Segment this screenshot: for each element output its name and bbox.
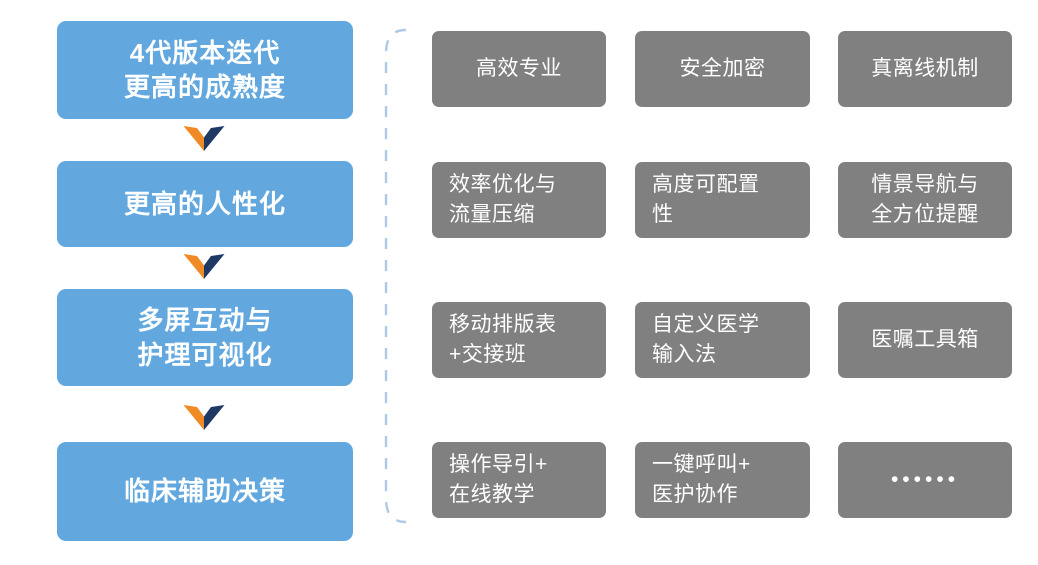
- feature-tile-label: 情景导航与 全方位提醒: [871, 173, 979, 226]
- feature-tile-label: 高效专业: [476, 57, 562, 81]
- feature-tile-label: 操作导引+ 在线教学: [449, 453, 548, 506]
- feature-tile[interactable]: 一键呼叫+ 医护协作: [635, 442, 810, 518]
- feature-tile-label: 移动排版表 +交接班: [449, 313, 557, 366]
- stage-box-4[interactable]: 临床辅助决策: [57, 442, 353, 541]
- feature-tile[interactable]: 高效专业: [432, 31, 606, 107]
- feature-tile[interactable]: 高度可配置 性: [635, 162, 810, 238]
- feature-tile[interactable]: 情景导航与 全方位提醒: [838, 162, 1012, 238]
- feature-tile-label: 一键呼叫+ 医护协作: [652, 453, 751, 506]
- stage-box-4-label: 临床辅助决策: [123, 476, 286, 507]
- feature-tile[interactable]: 医嘱工具箱: [838, 302, 1012, 378]
- stage-box-3[interactable]: 多屏互动与 护理可视化: [57, 289, 353, 386]
- stage-box-1[interactable]: 4代版本迭代 更高的成熟度: [57, 21, 353, 119]
- feature-tile[interactable]: 操作导引+ 在线教学: [432, 442, 606, 518]
- feature-tile-label: 高度可配置 性: [652, 173, 760, 226]
- feature-tile-label: 真离线机制: [871, 57, 979, 81]
- stage-box-3-label: 多屏互动与 护理可视化: [137, 305, 273, 370]
- stage-box-2[interactable]: 更高的人性化: [57, 161, 353, 247]
- feature-tile-label: 医嘱工具箱: [871, 328, 979, 352]
- feature-tile-label-ellipsis: ••••••: [890, 468, 960, 492]
- feature-tile[interactable]: 移动排版表 +交接班: [432, 302, 606, 378]
- feature-tile-label: 自定义医学 输入法: [652, 313, 760, 366]
- stage-box-2-label: 更高的人性化: [123, 188, 286, 219]
- chevron-down-icon: [183, 254, 225, 279]
- stage-box-1-label: 4代版本迭代 更高的成熟度: [123, 37, 286, 102]
- chevron-down-icon: [183, 405, 225, 430]
- feature-tile-label: 效率优化与 流量压缩: [449, 173, 557, 226]
- feature-tile[interactable]: 效率优化与 流量压缩: [432, 162, 606, 238]
- feature-tile[interactable]: 安全加密: [635, 31, 810, 107]
- chevron-down-icon: [183, 126, 225, 151]
- feature-tile[interactable]: ••••••: [838, 442, 1012, 518]
- feature-tile-label: 安全加密: [679, 57, 766, 81]
- dashed-bracket-icon: [384, 28, 407, 524]
- feature-tile[interactable]: 自定义医学 输入法: [635, 302, 810, 378]
- feature-tile[interactable]: 真离线机制: [838, 31, 1012, 107]
